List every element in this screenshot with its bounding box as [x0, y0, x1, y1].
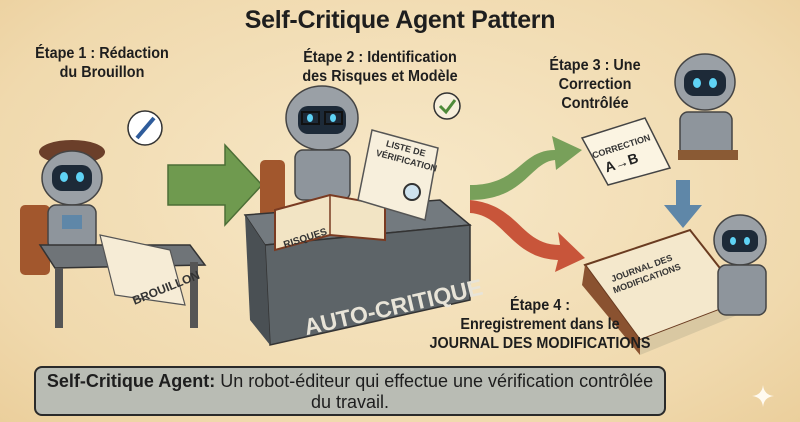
checkmark-icon	[434, 93, 460, 119]
step-4-line: Enregistrement dans le	[410, 315, 671, 334]
green-arrow-icon	[168, 145, 262, 225]
correction-paper: CORRECTION A→B	[582, 118, 670, 185]
green-curved-arrow-icon	[470, 136, 582, 200]
red-curved-arrow-icon	[470, 200, 585, 272]
caption-bold: Self-Critique Agent:	[47, 371, 215, 391]
writing-desk: BROUILLON	[40, 235, 205, 328]
caption-box: Self-Critique Agent: Un robot-éditeur qu…	[34, 366, 666, 416]
robot-journalist	[714, 215, 766, 315]
blue-down-arrow-icon	[664, 180, 702, 228]
magnifier-icon	[404, 184, 420, 200]
pen-speech-bubble-icon	[128, 111, 162, 145]
step-4-line: JOURNAL DES MODIFICATIONS	[410, 334, 671, 353]
step-4-line: Étape 4 :	[410, 296, 671, 315]
sparkle-icon	[752, 385, 774, 407]
caption-text: Un robot-éditeur qui effectue une vérifi…	[215, 371, 653, 412]
step-4-label: Étape 4 : Enregistrement dans le JOURNAL…	[410, 296, 671, 353]
robot-corrector	[675, 54, 738, 160]
